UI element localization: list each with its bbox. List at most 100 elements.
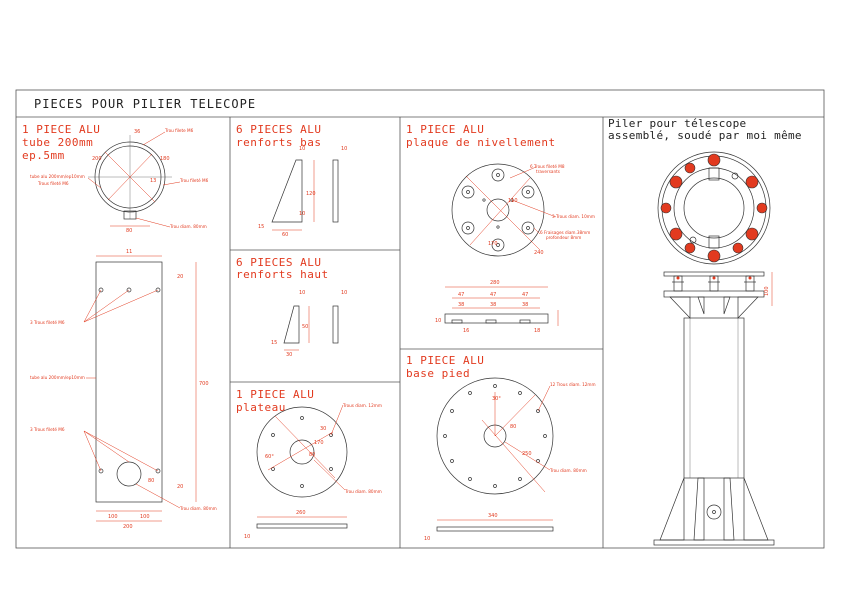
assembly-top-outer-2 — [661, 155, 767, 261]
plaque-small-1 — [510, 198, 514, 202]
tube-ann-trou-top: Trou filetе M6 — [164, 128, 194, 133]
plaque-dim-top-2: 47 — [490, 292, 496, 298]
base-hole-12 — [468, 391, 472, 395]
plateau-leader-80 — [313, 459, 346, 491]
plateau-dim-30: 30 — [320, 426, 326, 432]
plaque-leader-fraisage — [533, 227, 541, 235]
plateau-dim-170: 170 — [314, 440, 324, 446]
assembly-top-bolt-1 — [731, 172, 739, 180]
plateau-dim-60deg: 60° — [265, 454, 274, 460]
tube-side-leader-1c — [83, 289, 159, 323]
plaque-leader-3trous — [511, 199, 557, 218]
tube-side-hole-2 — [126, 287, 132, 293]
tube-side-dim-20-bot: 20 — [177, 484, 183, 490]
base-dim-250: 250 — [522, 451, 532, 457]
plaque-side-notch-3 — [519, 319, 531, 324]
renforts-bas-profile — [271, 159, 303, 223]
renforts-bas-title-1: 6 PIECES ALU — [236, 123, 321, 136]
base-dim-10: 10 — [424, 536, 430, 542]
plaque-title-1: 1 PIECE ALU — [406, 123, 484, 136]
tube-side-ann-trou80: Trou diam. 80mm — [179, 506, 217, 511]
plaque-hole-1 — [496, 173, 500, 177]
tube-side-leader-2b — [83, 430, 130, 463]
assembly-gusset-bot-ml — [693, 477, 705, 541]
assembly-nut-7 — [660, 202, 672, 214]
tube-side-leader-80 — [135, 483, 181, 509]
assembly-nut-1 — [707, 153, 721, 167]
tube-side-leader-2c — [83, 430, 159, 472]
plaque-dim-diag-1 — [465, 175, 541, 251]
renforts-haut-dim-30: 30 — [286, 352, 292, 358]
assembly-gusset-bot-r — [743, 477, 769, 541]
plaque-hole-4 — [496, 243, 500, 247]
tube-side-dim-20-top: 20 — [177, 274, 183, 280]
base-title-2: base pied — [406, 367, 470, 380]
plaque-outer — [451, 163, 545, 257]
tube-dim-36: 36 — [134, 129, 140, 135]
renforts-bas-dim-10b: 10 — [341, 146, 347, 152]
sheet-title: PIECES POUR PILIER TELECOPE — [34, 97, 256, 111]
plaque-dim-110: 110 — [508, 198, 518, 204]
renforts-haut-dim-10b: 10 — [341, 290, 347, 296]
tube-side-view: 11 20 700 20 80 100 100 200 3 Trous file… — [30, 249, 217, 530]
plaque-inner — [486, 198, 510, 222]
tube-side-big-hole — [116, 461, 142, 487]
plaque-side-notch-1 — [451, 319, 463, 324]
assembly-nut-8 — [756, 202, 768, 214]
base-hole-4 — [543, 434, 547, 438]
plaque-side-profile — [444, 313, 549, 324]
plateau-hole-2 — [329, 433, 333, 437]
tube-ann-trou-left: Trous fileté M6 — [37, 181, 69, 186]
renforts-haut-dim-15: 15 — [271, 340, 277, 346]
assembly-nut-4 — [707, 249, 721, 263]
assembly-nut-3 — [745, 227, 759, 241]
assembly-rods — [672, 275, 756, 292]
assembly-top-block-2 — [708, 235, 720, 249]
assembly-plaque-side — [663, 290, 765, 298]
assembly-nut-9 — [684, 162, 696, 174]
plaque-bore-6 — [461, 185, 475, 199]
plaque-hole-6 — [466, 190, 470, 194]
renforts-bas-dim-15: 15 — [258, 224, 264, 230]
base-dim-340: 340 — [488, 513, 498, 519]
tube-title-1: 1 PIECE ALU — [22, 123, 100, 136]
plateau-dim-80: 80 — [309, 452, 315, 458]
plaque-ann-fraisage: 6 Fraisages diam.38mm — [540, 230, 590, 235]
plateau-ann-trou80: Trou diam. 80mm — [344, 489, 382, 494]
tube-side-hole-3 — [155, 287, 161, 293]
plateau-hole-3 — [329, 467, 333, 471]
assembly-base-hole-center — [712, 510, 716, 514]
plaque-bore-4 — [491, 238, 505, 252]
assembly-base-plate — [653, 539, 775, 546]
plaque-bore-2 — [521, 185, 535, 199]
tube-side-dim-100-l: 100 — [108, 514, 118, 520]
base-dim-80: 80 — [510, 424, 516, 430]
assembly-rod-2 — [709, 275, 719, 292]
base-hole-3 — [536, 409, 540, 413]
tube-side-ann-tube: tube alu 200mm/ep10mm — [30, 375, 85, 380]
renforts-haut: 6 PIECES ALU renforts haut 50 10 10 30 1… — [236, 256, 347, 358]
tube-side-leader-2 — [83, 430, 102, 472]
plaque-dim-16: 16 — [463, 328, 469, 334]
assembly-gusset-bot-l — [659, 477, 685, 541]
tube-title-3: ep.5mm — [22, 149, 65, 162]
base-hole-7 — [493, 484, 497, 488]
assembly-nut-11 — [684, 242, 696, 254]
plateau-center-hole — [289, 439, 315, 465]
plaque-leader-6trous — [509, 166, 537, 179]
base-outer — [436, 377, 554, 495]
base-dim-diag-2 — [481, 419, 546, 493]
base-hole-9 — [450, 459, 454, 463]
base-leader-80 — [504, 441, 551, 471]
base-side-profile — [436, 526, 554, 532]
assembly-nut-10 — [732, 242, 744, 254]
renforts-haut-dim-50: 50 — [302, 324, 308, 330]
tube-side-body — [95, 261, 163, 503]
renforts-bas-title-2: renforts bas — [236, 136, 321, 149]
assembly-rod-mark-1 — [676, 276, 680, 280]
plaque-bore-3 — [521, 221, 535, 235]
plaque-ann-3trous: 3 Trous diam. 10mm — [552, 214, 595, 219]
plaque-bore-5 — [461, 221, 475, 235]
assembly-nut-6 — [669, 175, 683, 189]
